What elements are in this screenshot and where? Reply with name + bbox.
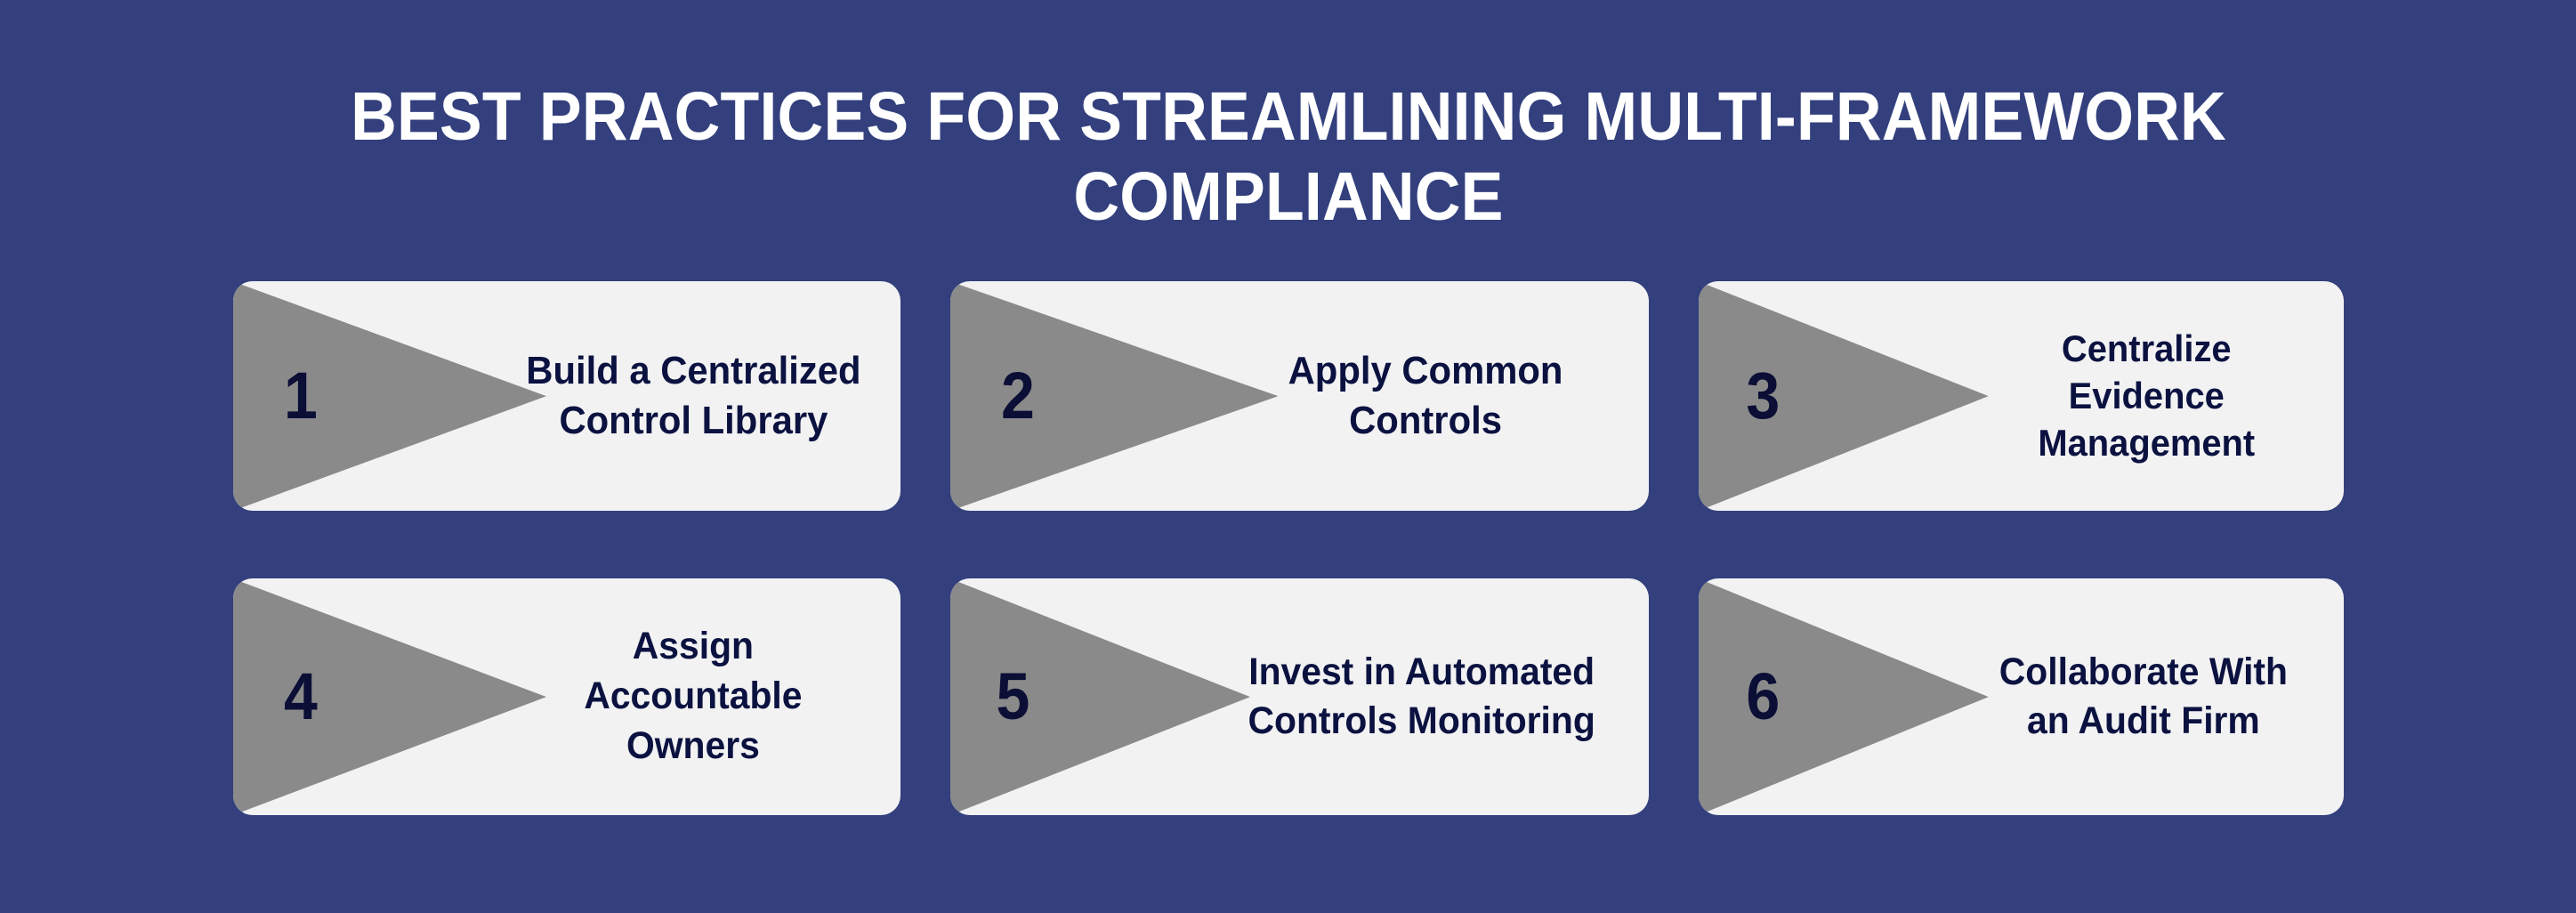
practice-card-6[interactable]: 6 Collaborate With an Audit Firm (1698, 578, 2344, 816)
practice-card-3-number: 3 (1745, 359, 1780, 433)
practice-card-3[interactable]: 3 Centralize Evidence Management (1698, 281, 2344, 512)
practice-card-4[interactable]: 4 Assign Accountable Owners (232, 578, 900, 816)
practice-card-1-number: 1 (283, 359, 318, 433)
practice-card-6-number: 6 (1745, 659, 1780, 734)
practice-card-5-label: Invest in Automated Controls Monitoring (1248, 650, 1595, 743)
page-title-line-1: BEST PRACTICES FOR STREAMLINING MULTI-FR… (350, 78, 2226, 155)
practice-card-4-number: 4 (283, 659, 318, 734)
practice-card-1[interactable]: 1 Build a Centralized Control Library (232, 281, 900, 512)
practice-card-6-label: Collaborate With an Audit Firm (1999, 650, 2288, 743)
best-practices-grid: 1 Build a Centralized Control Library 2 … (232, 281, 2344, 816)
practice-card-1-label: Build a Centralized Control Library (525, 348, 861, 443)
page-title-line-2: COMPLIANCE (1072, 158, 1504, 236)
practice-card-5-number: 5 (996, 659, 1030, 734)
practice-card-5[interactable]: 5 Invest in Automated Controls Monitorin… (949, 578, 1649, 816)
practice-card-2-number: 2 (1000, 359, 1035, 433)
page-title: BEST PRACTICES FOR STREAMLINING MULTI-FR… (207, 77, 2370, 237)
practice-card-3-label: Centralize Evidence Management (2038, 327, 2255, 464)
practice-card-2[interactable]: 2 Apply Common Controls (949, 281, 1649, 512)
practice-card-4-label: Assign Accountable Owners (584, 625, 803, 768)
practice-card-2-label: Apply Common Controls (1288, 348, 1563, 443)
